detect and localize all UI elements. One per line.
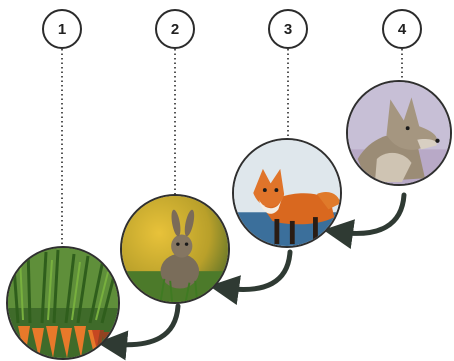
arrow-fox-to-rabbit xyxy=(209,249,293,305)
coyote-icon xyxy=(346,80,452,186)
arrow-coyote-to-fox xyxy=(323,192,407,249)
red-fox-icon xyxy=(232,138,342,248)
step-badge-1: 1 xyxy=(42,9,82,49)
arrow-rabbit-to-carrots xyxy=(97,303,181,361)
rabbit-icon xyxy=(120,194,230,304)
step-badge-4: 4 xyxy=(382,9,422,49)
step-badge-3: 3 xyxy=(268,9,308,49)
step-badge-2: 2 xyxy=(155,9,195,49)
carrots-icon xyxy=(6,246,120,360)
